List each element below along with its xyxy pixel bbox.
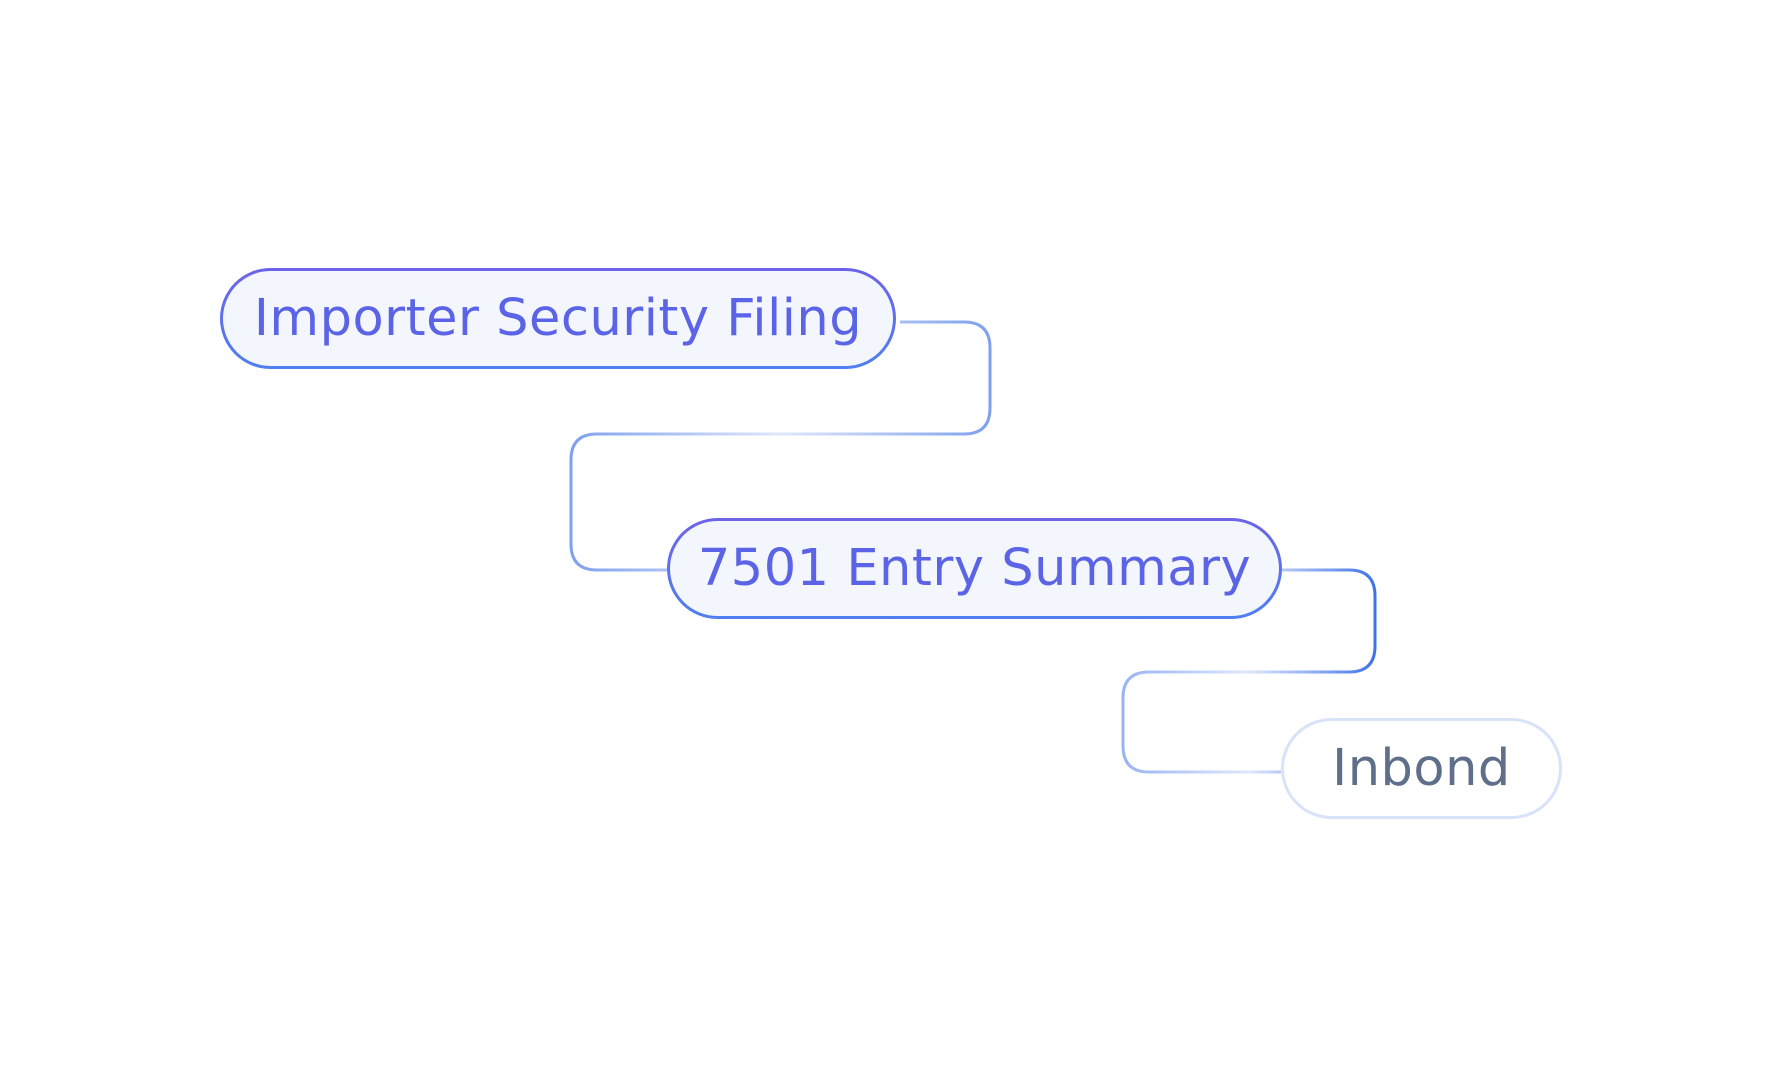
node-label: Importer Security Filing [253, 289, 863, 348]
connector-7501-to-inbond [1121, 568, 1377, 774]
node-7501-entry-summary[interactable]: 7501 Entry Summary [667, 518, 1282, 619]
connector-isf-to-7501 [569, 320, 992, 572]
node-label: 7501 Entry Summary [697, 539, 1252, 598]
node-inbond[interactable]: Inbond [1281, 718, 1562, 819]
node-label: Inbond [1332, 739, 1511, 798]
node-importer-security-filing[interactable]: Importer Security Filing [220, 268, 896, 369]
